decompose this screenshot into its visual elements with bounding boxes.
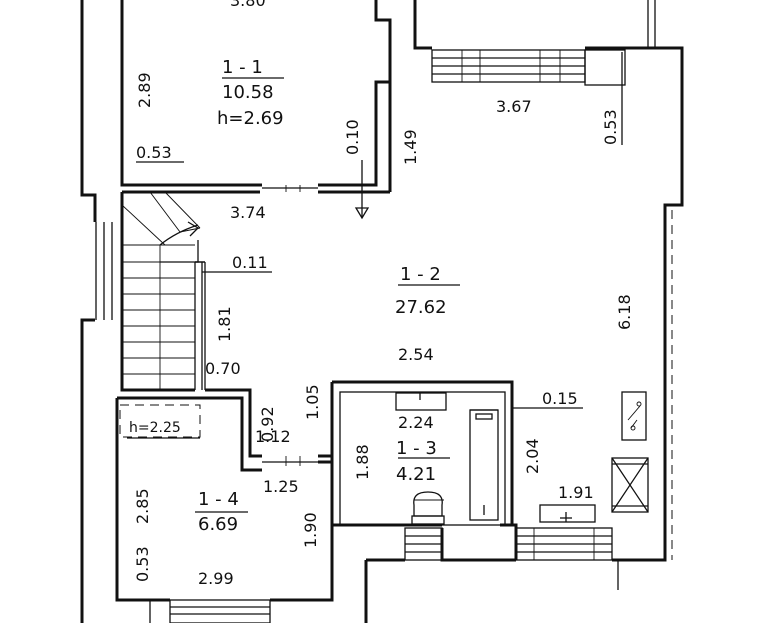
hall [205, 382, 334, 466]
room-1-4 [115, 396, 334, 602]
dim-r12-lower: 2.54 [398, 345, 434, 364]
room-1-2 [195, 210, 673, 590]
dim-r11-gap: 0.10 [343, 119, 362, 155]
room-1-4-area: 6.69 [198, 514, 238, 535]
room-1-1-height: h=2.69 [217, 108, 284, 129]
dim-r12-right: 6.18 [615, 294, 634, 330]
dim-r12-top: 3.67 [496, 97, 532, 116]
room-1-1 [120, 0, 392, 192]
window-bottom-2 [515, 527, 613, 561]
dim-r12-wall: 0.15 [542, 389, 578, 408]
room-1-2-area: 27.62 [395, 297, 447, 318]
dim-r12-stair-side: 1.81 [215, 306, 234, 342]
room-1-4-height: h=2.25 [129, 420, 181, 436]
dim-r14-right: 1.90 [301, 512, 320, 548]
dim-r12-corner: 0.53 [601, 109, 620, 145]
dim-r12-stair-offset: 0.11 [232, 253, 268, 272]
room-1-1-id: 1 - 1 [222, 57, 263, 78]
dim-r11-height: 2.89 [135, 72, 154, 108]
window-bottom-3 [169, 599, 271, 623]
dim-r12-mid: 3.74 [230, 203, 266, 222]
dim-r14-stub: 0.53 [133, 546, 152, 582]
labels: 1 - 1 10.58 h=2.69 1 - 2 27.62 1 - 3 4.2… [129, 0, 634, 588]
dim-r13-side: 1.88 [353, 444, 372, 480]
dimension-lines [127, 52, 623, 623]
dim-r13-notch: 1.05 [303, 384, 322, 420]
dim-r11-stub: 0.53 [136, 143, 172, 162]
lower-walls [366, 523, 618, 562]
room-1-3-id: 1 - 3 [396, 438, 437, 459]
dim-r14-bottom: 2.99 [198, 569, 234, 588]
dim-r14-left: 2.85 [133, 488, 152, 524]
exterior-walls [80, 0, 684, 623]
room-1-2-id: 1 - 2 [400, 264, 441, 285]
dim-hall-side: 0.92 [258, 406, 277, 442]
dim-r12-kitchen-bottom: 1.91 [558, 483, 594, 502]
room-1-1-area: 10.58 [222, 82, 274, 103]
dim-r12-stair-bottom: 0.70 [205, 359, 241, 378]
room-1-4-id: 1 - 4 [198, 489, 239, 510]
dim-r13-top: 2.24 [398, 413, 434, 432]
kitchen-appliances [539, 391, 649, 523]
dim-r14-top: 1.25 [263, 477, 299, 496]
dim-r11-top: 3.80 [230, 0, 266, 10]
dim-r12-notch: 1.49 [401, 129, 420, 165]
room-1-3-area: 4.21 [396, 464, 436, 485]
window-bottom-1 [404, 527, 443, 561]
window-top [431, 49, 626, 86]
dim-hall-width: 1.12 [255, 427, 291, 446]
dim-r12-kitchen-side: 2.04 [523, 438, 542, 474]
